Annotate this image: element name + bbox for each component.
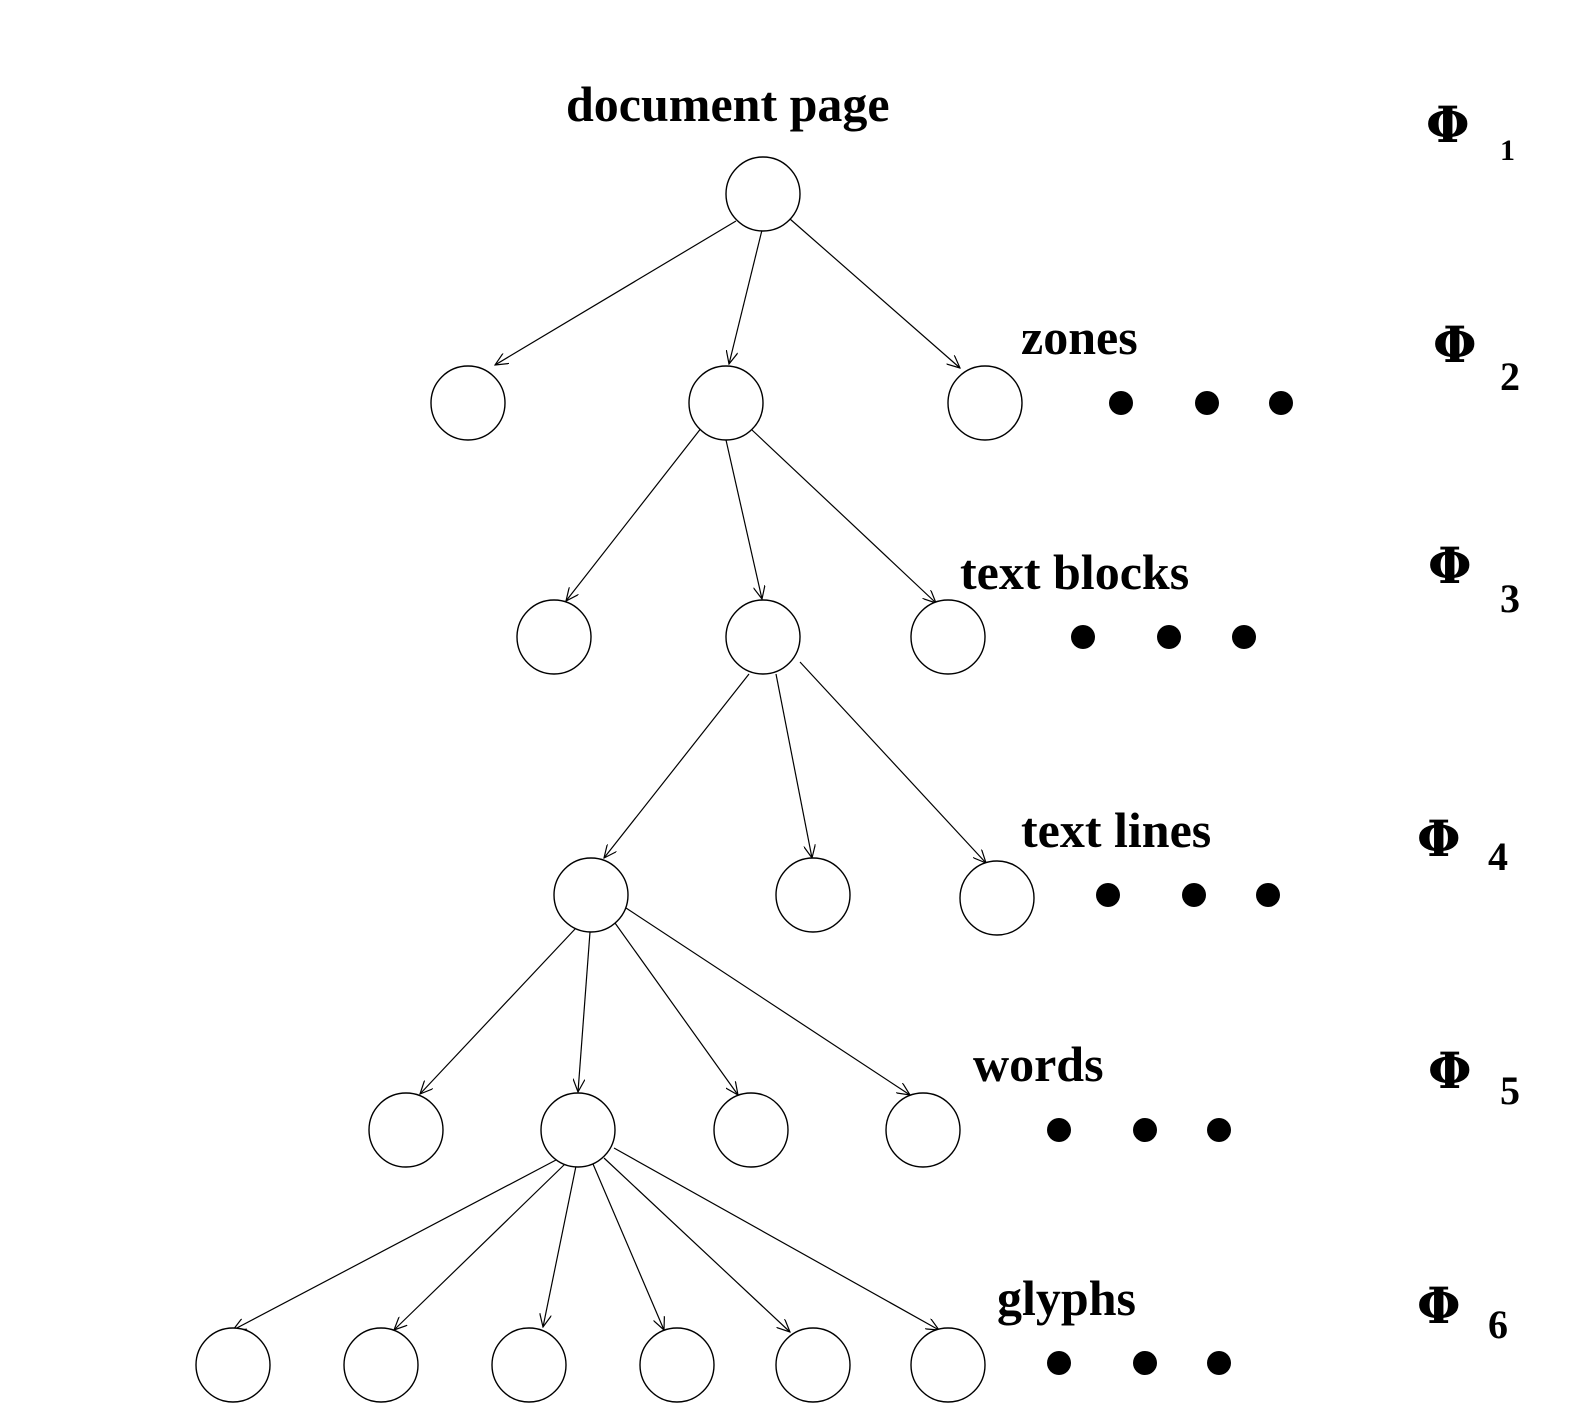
nodes <box>195 156 1035 1403</box>
edge <box>625 907 910 1095</box>
edge <box>578 931 591 1092</box>
text-line-node <box>553 857 629 933</box>
phi-2: Φ 2 <box>1433 315 1520 399</box>
edge <box>789 218 960 368</box>
edge <box>751 429 936 603</box>
phi-index: 6 <box>1488 1302 1508 1347</box>
phi-5: Φ 5 <box>1428 1041 1520 1113</box>
edges <box>233 218 986 1332</box>
glyph-node <box>910 1327 986 1403</box>
level-labels: document page zones text blocks text lin… <box>566 76 1211 1326</box>
phi-symbol: Φ <box>1433 315 1477 374</box>
phi-index: 1 <box>1500 134 1515 167</box>
edge <box>614 922 738 1095</box>
edge <box>603 1157 790 1332</box>
glyph-node <box>343 1327 419 1403</box>
edge <box>394 1163 566 1330</box>
glyph-node <box>775 1327 851 1403</box>
text-block-node <box>516 599 592 675</box>
words-ellipsis <box>1047 1118 1231 1142</box>
text-block-node <box>910 599 986 675</box>
phi-index: 2 <box>1500 354 1520 399</box>
phi-4: Φ 4 <box>1417 809 1508 879</box>
phi-symbol: Φ <box>1426 95 1470 154</box>
edge <box>613 1147 939 1330</box>
text-line-node <box>959 860 1035 936</box>
edge <box>592 1163 664 1330</box>
edge <box>543 1165 577 1327</box>
ellipses <box>1047 391 1293 1375</box>
phi-index: 3 <box>1500 576 1520 621</box>
text-blocks-ellipsis <box>1071 625 1256 649</box>
edge <box>775 673 812 858</box>
edge <box>566 426 703 601</box>
glyphs-ellipsis <box>1047 1351 1231 1375</box>
text-lines-ellipsis <box>1096 883 1280 907</box>
text-block-node <box>725 599 801 675</box>
level-label-text-blocks: text blocks <box>960 544 1189 600</box>
edge <box>495 220 737 365</box>
zone-node <box>688 365 764 441</box>
glyph-node <box>491 1327 567 1403</box>
phi-symbol: Φ <box>1428 536 1472 595</box>
phi-3: Φ 3 <box>1428 536 1520 621</box>
level-label-glyphs: glyphs <box>997 1270 1136 1326</box>
root-node <box>725 156 801 232</box>
zone-node <box>430 365 506 441</box>
edge <box>233 1159 557 1330</box>
glyph-node <box>639 1327 715 1403</box>
phi-index: 5 <box>1500 1068 1520 1113</box>
word-node <box>713 1092 789 1168</box>
word-node <box>540 1092 616 1168</box>
text-line-node <box>775 857 851 933</box>
edge <box>725 439 762 599</box>
edge <box>604 673 750 858</box>
edge <box>420 927 577 1094</box>
edge <box>799 661 986 863</box>
level-label-zones: zones <box>1021 309 1138 365</box>
phi-index: 4 <box>1488 834 1508 879</box>
word-node <box>368 1092 444 1168</box>
phi-symbol: Φ <box>1417 1276 1461 1335</box>
phi-6: Φ 6 <box>1417 1276 1508 1347</box>
level-label-document-page: document page <box>566 76 890 132</box>
zone-node <box>947 365 1023 441</box>
glyph-node <box>195 1327 271 1403</box>
level-label-words: words <box>973 1036 1104 1092</box>
word-node <box>885 1092 961 1168</box>
zones-ellipsis <box>1109 391 1293 415</box>
phi-1: Φ 1 <box>1426 95 1515 167</box>
level-label-text-lines: text lines <box>1021 802 1211 858</box>
phi-symbol: Φ <box>1428 1041 1472 1100</box>
phi-symbol: Φ <box>1417 809 1461 868</box>
edge <box>729 229 763 364</box>
phi-symbols: Φ 1 Φ 2 Φ 3 Φ 4 Φ 5 Φ 6 <box>1417 95 1520 1347</box>
